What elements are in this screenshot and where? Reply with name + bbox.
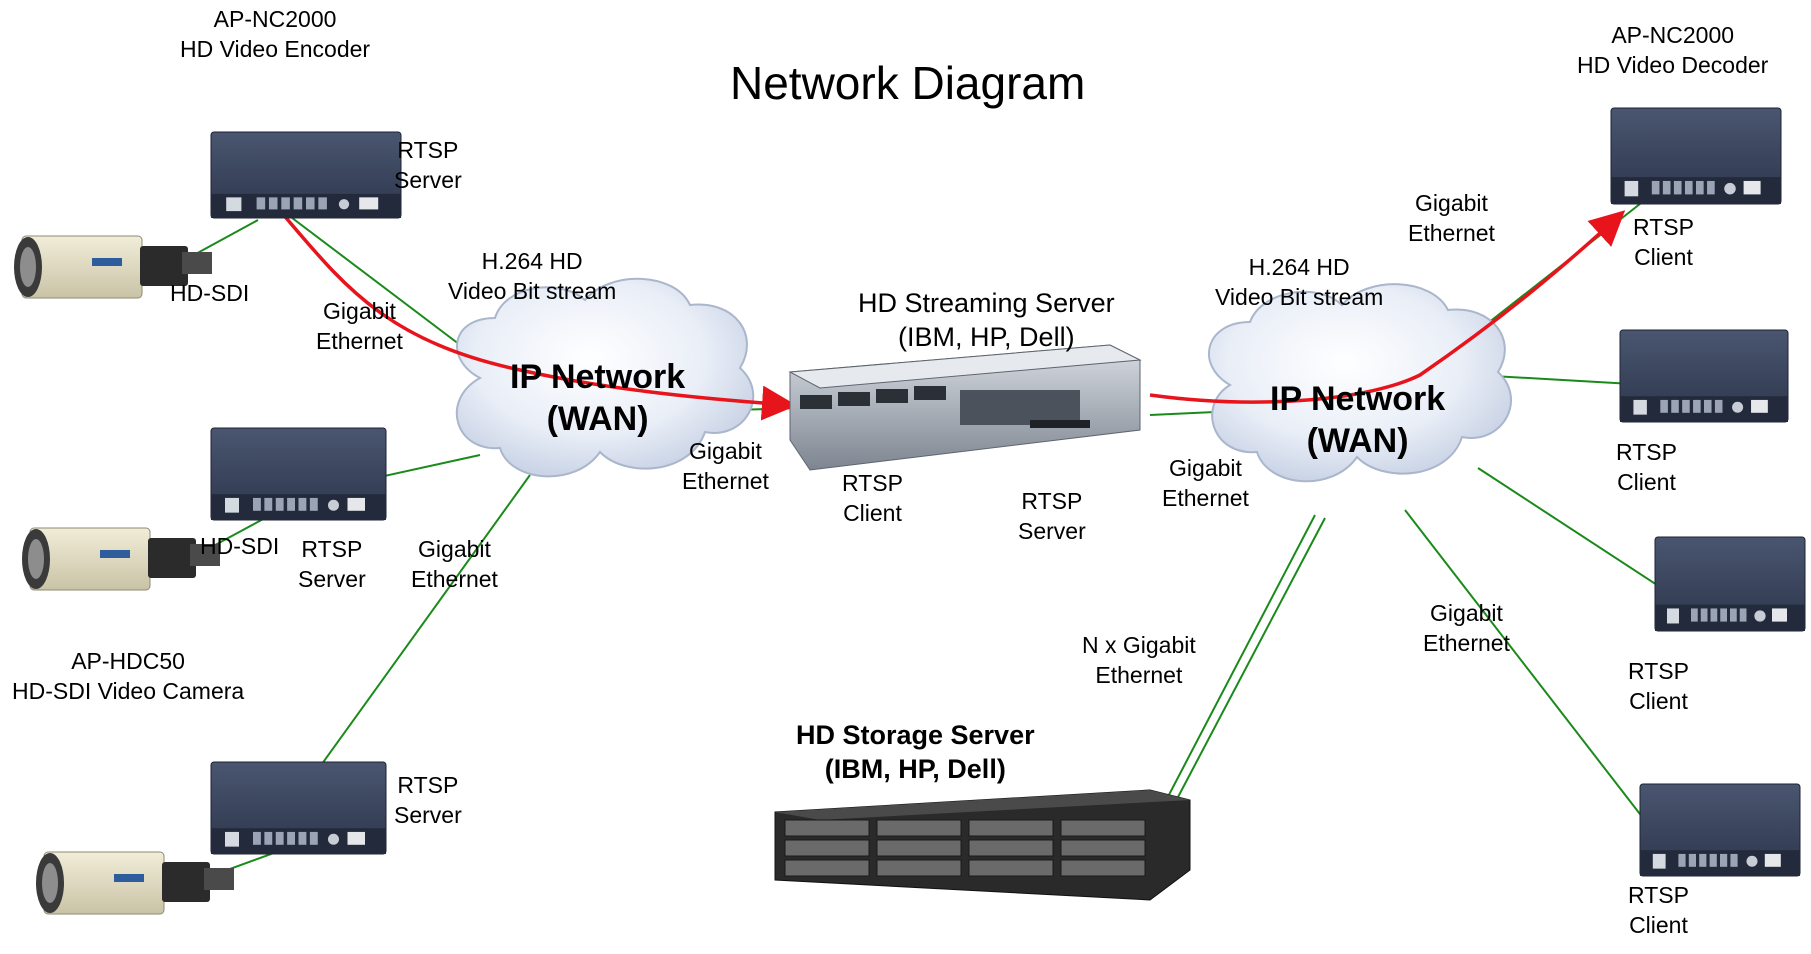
- diagram-title: Network Diagram: [730, 57, 1086, 109]
- streaming-server: [788, 344, 1142, 471]
- cloud-right: [1207, 283, 1512, 483]
- cloud-left: [455, 277, 755, 478]
- hdsdi-label-2: HD-SDI: [200, 533, 280, 559]
- decoder-3: [1654, 536, 1806, 632]
- encoder-1: [210, 131, 402, 219]
- cloud-left-label: IP Network(WAN): [510, 358, 686, 438]
- camera-1: [14, 235, 212, 299]
- link-storage-1: [1147, 514, 1316, 836]
- camera-3: [36, 851, 234, 915]
- decoder-2: [1619, 329, 1789, 423]
- link-cloud-decoder4: [1404, 509, 1661, 841]
- devices: [14, 107, 1806, 915]
- encoder-2: [210, 427, 387, 521]
- storage-server-label: HD Storage Server(IBM, HP, Dell): [796, 720, 1035, 784]
- video-stream-path: [273, 203, 1626, 421]
- stream-encoder-to-server: [273, 203, 797, 421]
- link-encoder1-cloud: [274, 204, 481, 361]
- link-server-cloud-right: [1149, 411, 1216, 416]
- streaming-server-label: HD Streaming Server(IBM, HP, Dell): [858, 288, 1115, 352]
- decoder-1: [1610, 107, 1782, 205]
- cloud-right-label: IP Network(WAN): [1270, 380, 1446, 460]
- hdsdi-label-1: HD-SDI: [170, 280, 250, 306]
- storage-server: [774, 789, 1191, 901]
- camera-2: [22, 527, 220, 591]
- stream-server-to-decoder: [1149, 210, 1626, 404]
- encoder-3: [210, 761, 387, 855]
- link-storage-2: [1157, 517, 1326, 836]
- decoder-4: [1639, 783, 1801, 877]
- link-cloud-decoder3: [1477, 467, 1681, 601]
